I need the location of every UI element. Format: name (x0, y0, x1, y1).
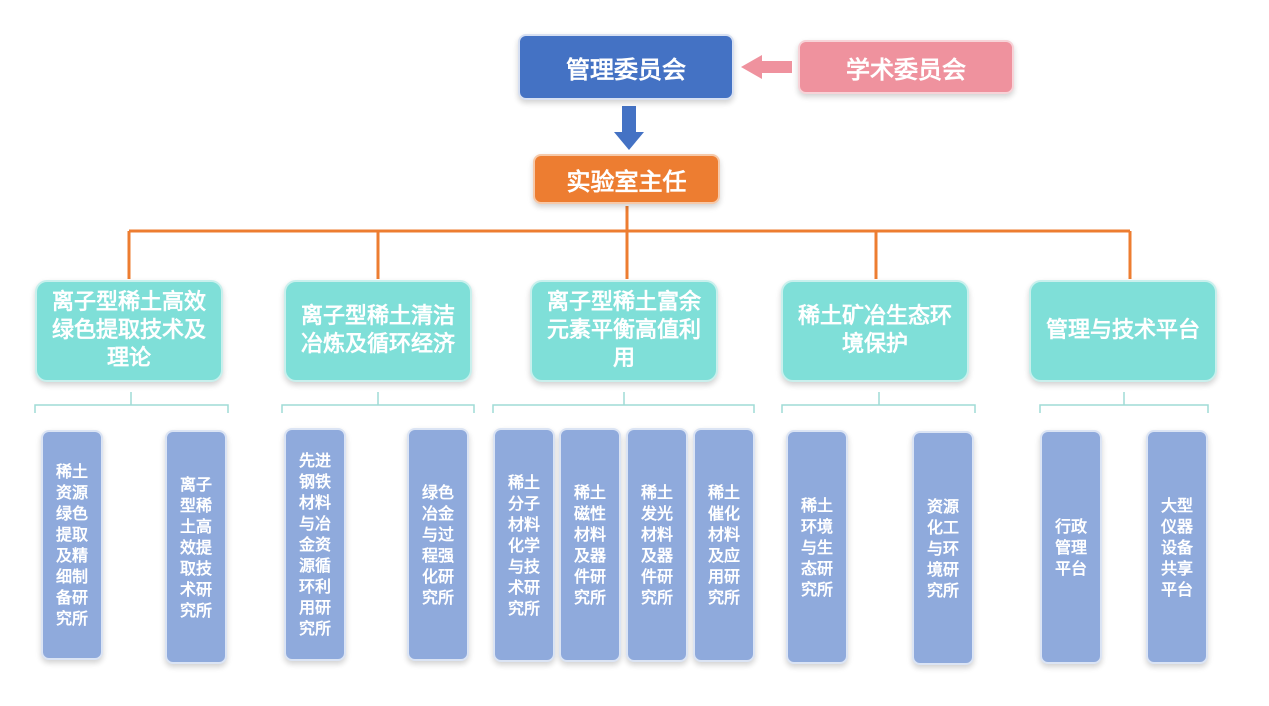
institute-label: 离子型稀土高效提取技术研究所 (180, 474, 213, 620)
institute-label: 资源化工与环境研究所 (927, 496, 960, 600)
institute-label: 先进钢铁材料与冶金资源循环利用研究所 (299, 451, 332, 638)
platform-label: 行政管理平台 (1055, 516, 1088, 578)
institute-box: 稀土催化材料及应用研究所 (693, 428, 755, 662)
institute-label: 稀土资源绿色提取及精细制备研究所 (56, 462, 89, 628)
platform-label: 大型仪器设备共享平台 (1161, 495, 1194, 599)
institute-box: 稀土发光材料及器件研究所 (626, 428, 688, 662)
institute-label: 稀土环境与生态研究所 (801, 495, 834, 599)
academic-committee-box: 学术委员会 (798, 40, 1014, 94)
category-box-extraction: 离子型稀土高效绿色提取技术及理论 (35, 280, 223, 382)
category-label: 管理与技术平台 (1045, 318, 1200, 343)
academic-committee-label: 学术委员会 (846, 55, 966, 84)
institute-box: 离子型稀土高效提取技术研究所 (165, 430, 227, 664)
institute-box: 绿色冶金与过程强化研究所 (407, 428, 469, 661)
management-committee-box: 管理委员会 (518, 34, 734, 100)
category-brackets (34, 392, 1209, 413)
category-box-platform: 管理与技术平台 (1029, 280, 1217, 382)
category-label: 离子型稀土清洁冶炼及循环经济 (300, 304, 455, 357)
platform-box: 行政管理平台 (1040, 430, 1102, 664)
institute-box: 资源化工与环境研究所 (912, 431, 974, 665)
category-box-utilization: 离子型稀土富余元素平衡高值利用 (530, 280, 718, 382)
institute-box: 稀土环境与生态研究所 (786, 430, 848, 664)
institute-box: 先进钢铁材料与冶金资源循环利用研究所 (284, 428, 346, 661)
category-label: 离子型稀土富余元素平衡高值利用 (546, 290, 701, 371)
director-to-category-connectors (127, 206, 1132, 279)
academic-to-management-arrow (741, 55, 792, 79)
category-label: 离子型稀土高效绿色提取技术及理论 (51, 290, 206, 371)
lab-director-box: 实验室主任 (533, 154, 720, 204)
management-committee-label: 管理委员会 (566, 55, 686, 84)
category-box-smelting: 离子型稀土清洁冶炼及循环经济 (284, 280, 472, 382)
institute-box: 稀土磁性材料及器件研究所 (559, 428, 621, 662)
platform-box: 大型仪器设备共享平台 (1146, 430, 1208, 664)
institute-label: 稀土磁性材料及器件研究所 (574, 483, 607, 607)
institute-box: 稀土分子材料化学与技术研究所 (493, 428, 555, 662)
institute-box: 稀土资源绿色提取及精细制备研究所 (41, 430, 103, 660)
category-box-environment: 稀土矿冶生态环境保护 (781, 280, 969, 382)
lab-director-label: 实验室主任 (566, 167, 687, 196)
category-label: 稀土矿冶生态环境保护 (797, 304, 952, 357)
management-to-director-arrow (614, 106, 644, 150)
institute-label: 稀土催化材料及应用研究所 (708, 483, 741, 607)
institute-label: 绿色冶金与过程强化研究所 (422, 482, 455, 607)
institute-label: 稀土发光材料及器件研究所 (641, 483, 674, 607)
institute-label: 稀土分子材料化学与技术研究所 (508, 472, 541, 618)
